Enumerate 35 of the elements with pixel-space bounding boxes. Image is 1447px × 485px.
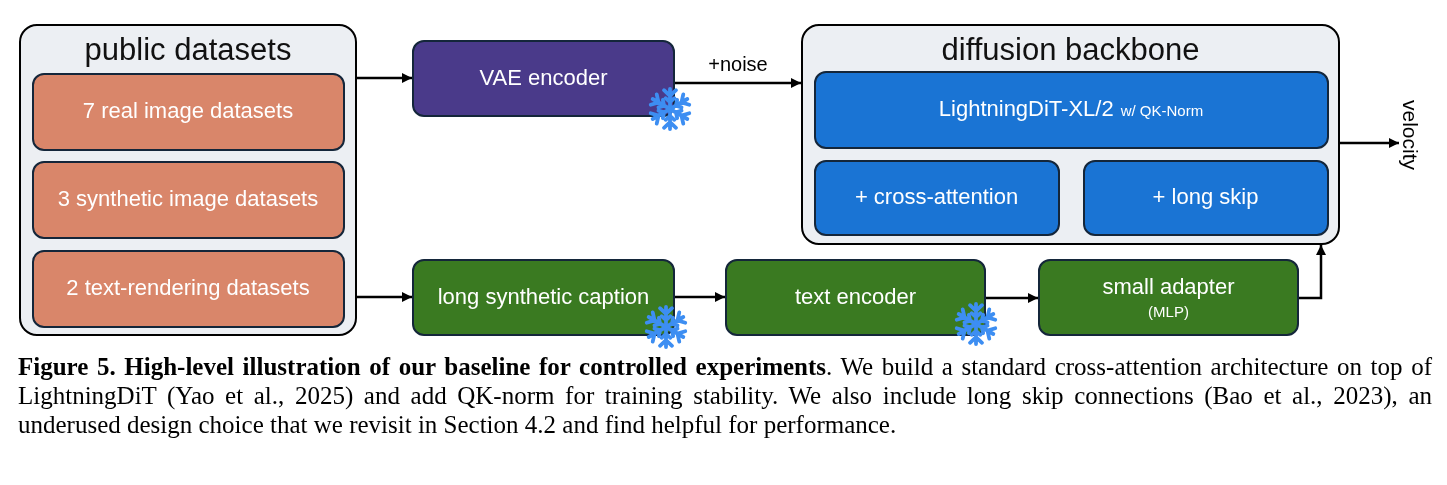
process-box bbox=[1082, 159, 1329, 236]
box-label: LightningDiT-XL/2 bbox=[938, 96, 1114, 123]
group-panel bbox=[19, 24, 357, 336]
arrow bbox=[1340, 138, 1399, 148]
process-box bbox=[31, 160, 345, 239]
box-label: 7 real image datasets bbox=[82, 98, 294, 125]
group-title: diffusion backbone bbox=[941, 31, 1200, 69]
process-box bbox=[31, 72, 345, 151]
box-label: VAE encoder bbox=[479, 65, 608, 92]
process-box bbox=[725, 259, 986, 336]
arrow bbox=[357, 73, 412, 83]
figure-caption: Figure 5. High-level illustration of our baseline for controlled experiments. We build a standard cross-attention architecture on top of LightningDiT (Yao et al., 2025) and add QK-norm for training stability. We also include long skip connections (Bao et al., 2023), an underused design choice that we revisit in Section 4.2 and find helpful for performance. bbox=[18, 352, 1432, 439]
process-box bbox=[412, 40, 675, 117]
arrow bbox=[357, 292, 412, 302]
group-title: public datasets bbox=[84, 31, 292, 69]
box-label: small adapter bbox=[1102, 273, 1235, 301]
process-box bbox=[1038, 259, 1299, 336]
box-sublabel: w/ QK-Norm bbox=[1120, 102, 1204, 121]
box-label: 2 text-rendering datasets bbox=[66, 275, 310, 302]
process-box bbox=[813, 70, 1329, 149]
box-label: + cross-attention bbox=[854, 184, 1019, 211]
arrow bbox=[986, 293, 1038, 303]
arrow bbox=[1299, 245, 1326, 300]
group-panel bbox=[801, 24, 1340, 245]
box-label: long synthetic caption bbox=[437, 284, 650, 311]
arrow bbox=[675, 78, 801, 88]
box-label: 3 synthetic image datasets bbox=[57, 186, 319, 213]
process-box bbox=[813, 159, 1060, 236]
output-label: velocity bbox=[1399, 100, 1423, 171]
process-box bbox=[412, 259, 675, 336]
box-sublabel: (MLP) bbox=[1148, 303, 1189, 322]
box-label: + long skip bbox=[1152, 184, 1259, 211]
box-label: text encoder bbox=[794, 284, 917, 311]
arrow bbox=[675, 292, 725, 302]
process-box bbox=[31, 249, 345, 328]
